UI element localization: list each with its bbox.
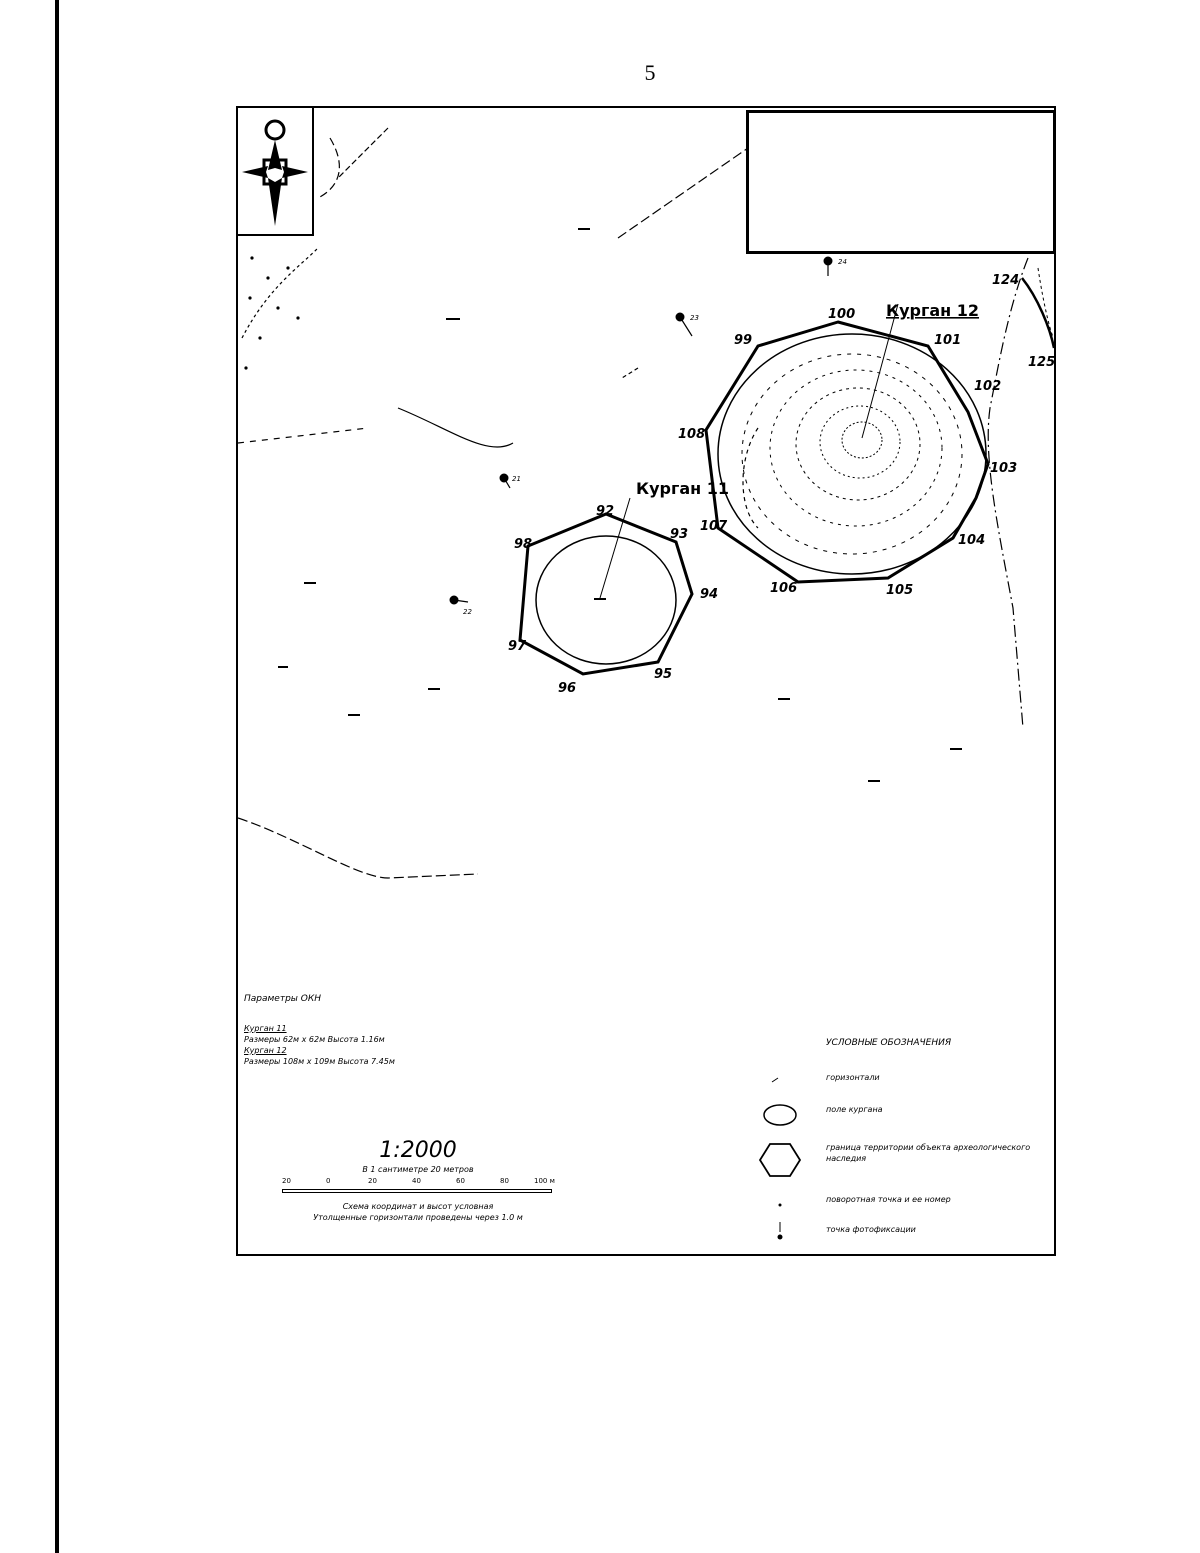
legend-title: УСЛОВНЫЕ ОБОЗНАЧЕНИЯ [826, 1038, 952, 1048]
point-label-124: 124 [992, 273, 1019, 288]
left-border-line [55, 0, 59, 1553]
left-terrain-dots [244, 256, 300, 370]
k11-title: Курган 11 [244, 1024, 287, 1033]
corner-blank-box [746, 110, 1054, 254]
legend-label: поворотная точка и ее номер [826, 1195, 951, 1204]
scale-tick: 20 [282, 1177, 291, 1185]
scale-tick: 80 [500, 1177, 509, 1185]
legend-label: граница территории объекта археологическ… [826, 1143, 1031, 1163]
legend-label: горизонтали [826, 1073, 880, 1082]
point-label-97: 97 [508, 639, 527, 654]
kurgan-11-boundary [518, 512, 694, 676]
point-label-96: 96 [558, 681, 576, 696]
point-label-93: 93 [670, 527, 688, 542]
kurgan-124-area [1021, 267, 1054, 349]
point-label-100: 100 [828, 307, 855, 322]
turning-point-labels: 92 93 94 95 96 97 98 99 100 101 102 103 … [508, 273, 1054, 696]
parameters-block: Параметры ОКН Курган 11 Размеры 62м х 62… [244, 994, 564, 1067]
legend-item-boundary: граница территории объекта археологическ… [758, 1138, 1048, 1182]
kurgan-12-field [717, 333, 987, 575]
legend-item-field: поле кургана [758, 1100, 1048, 1130]
scale-tick: 100 м [534, 1177, 555, 1185]
k11-text: Размеры 62м х 62м Высота 1.16м [244, 1035, 385, 1044]
point-label-99: 99 [734, 333, 752, 348]
point-label-98: 98 [514, 537, 532, 552]
compass-box [238, 108, 314, 236]
hexagon-icon [758, 1143, 802, 1177]
point-label-104: 104 [958, 533, 985, 548]
map-frame: 21 22 23 24 Курган 12 Курган 11 92 93 94… [236, 106, 1056, 1256]
photo-point-icon [777, 1222, 783, 1240]
photo-label-24: 24 [838, 258, 847, 266]
photo-points [449, 256, 833, 605]
page-number: 5 [644, 60, 656, 85]
point-label-102: 102 [974, 379, 1001, 394]
scale-note-2: Утолщенные горизонтали проведены через 1… [313, 1213, 523, 1222]
contour-lines [238, 127, 1029, 879]
scale-note-1: Схема координат и высот условная [342, 1202, 494, 1211]
legend-label: поле кургана [826, 1105, 883, 1114]
legend-label: точка фотофиксации [826, 1225, 916, 1234]
k12-title: Курган 12 [244, 1046, 287, 1055]
compass-rose-icon [242, 119, 308, 226]
kurgan-11-label: Курган 11 [636, 479, 729, 498]
scale-description: В 1 сантиметре 20 метров [362, 1165, 474, 1174]
legend-item-turning-point: поворотная точка и ее номер [758, 1190, 1048, 1220]
scale-tick: 40 [412, 1177, 421, 1185]
scale-tick: 20 [368, 1177, 377, 1185]
point-label-106: 106 [770, 581, 797, 596]
scale-tick: 0 [326, 1177, 331, 1185]
point-label-125: 125 [1028, 355, 1054, 370]
kurgan-11-field [535, 535, 677, 665]
contour-line-icon [771, 1077, 779, 1083]
ellipse-icon [763, 1104, 797, 1126]
scale-tick: 60 [456, 1177, 465, 1185]
point-label-105: 105 [886, 583, 913, 598]
point-label-95: 95 [654, 667, 672, 682]
scale-bar: 20 0 20 40 60 80 100 м [238, 1177, 598, 1199]
parameters-title: Параметры ОКН [244, 994, 322, 1004]
kurgan-11 [518, 497, 694, 676]
point-label-107: 107 [700, 519, 728, 534]
map-canvas: 21 22 23 24 Курган 12 Курган 11 92 93 94… [238, 127, 1054, 879]
elevation-marks [278, 228, 962, 782]
kurgan-12 [704, 303, 990, 584]
k12-text: Размеры 108м х 109м Высота 7.45м [244, 1057, 395, 1066]
photo-label-23: 23 [690, 314, 699, 322]
scale-block: 1:2000 В 1 сантиметре 20 метров 20 0 20 … [238, 1138, 598, 1223]
point-label-94: 94 [700, 587, 718, 602]
turning-point-icon [778, 1203, 782, 1207]
point-label-92: 92 [596, 504, 614, 519]
kurgan-12-label: Курган 12 [886, 301, 979, 320]
legend-item-contours: горизонтали [758, 1068, 1048, 1098]
point-label-108: 108 [678, 427, 705, 442]
photo-label-22: 22 [463, 608, 472, 616]
legend-item-photo-point: точка фотофиксации [758, 1220, 1048, 1250]
point-label-103: 103 [990, 461, 1017, 476]
scale-bar-line [282, 1189, 552, 1193]
point-label-101: 101 [934, 333, 961, 348]
kurgan-12-boundary [704, 320, 990, 584]
photo-label-21: 21 [512, 475, 521, 483]
scale-ratio: 1:2000 [379, 1138, 457, 1163]
